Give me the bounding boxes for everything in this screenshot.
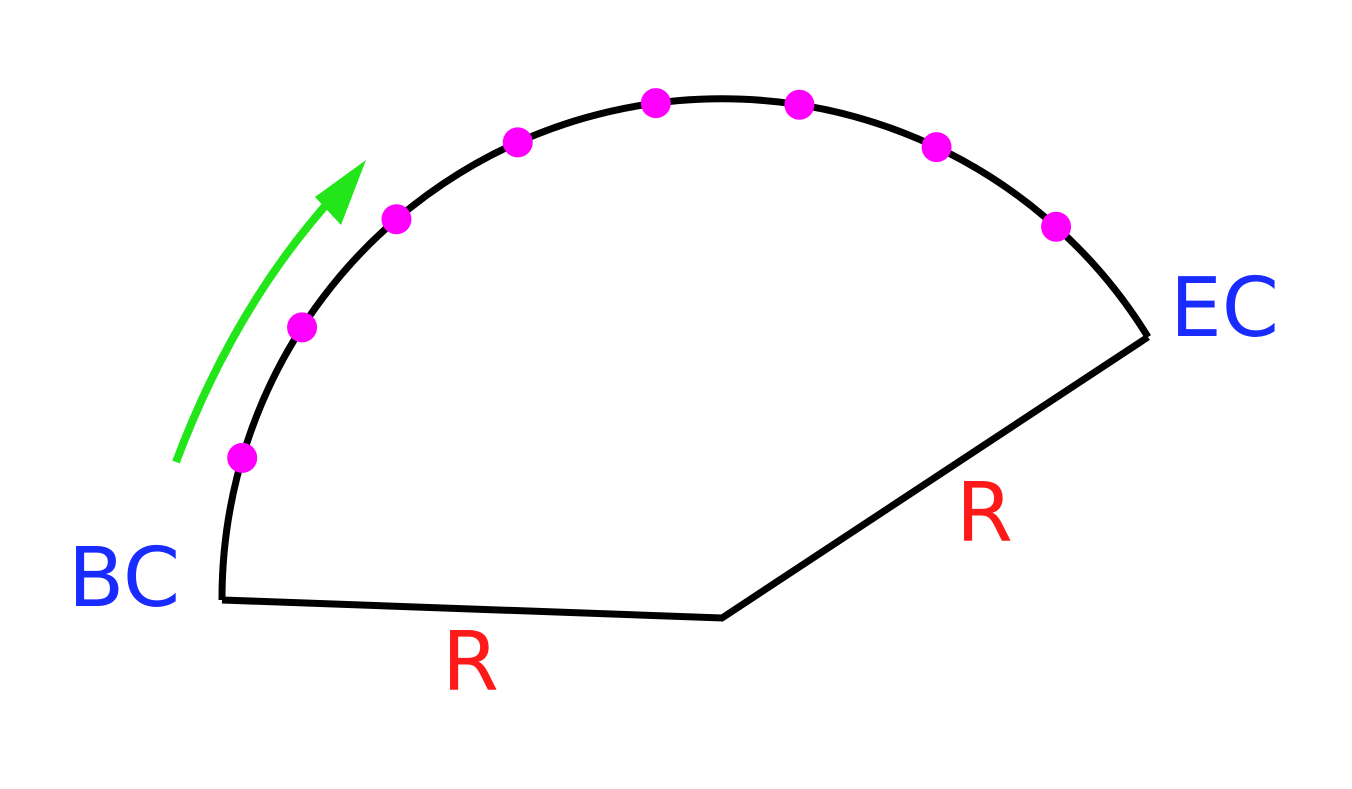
station-point-icon <box>227 442 258 473</box>
label-bc: BC <box>68 531 180 626</box>
station-point-icon <box>502 127 533 158</box>
station-point-icon <box>1041 211 1072 242</box>
station-point-icon <box>784 89 815 120</box>
station-point-icon <box>640 88 671 119</box>
station-point-icon <box>921 132 952 163</box>
label-ec: EC <box>1170 261 1279 356</box>
station-point-icon <box>381 204 412 235</box>
curve-arc <box>218 95 1151 601</box>
label-radius-bottom: R <box>442 615 499 710</box>
station-point-icon <box>287 312 318 343</box>
station-points <box>227 88 1072 473</box>
label-radius-right: R <box>956 466 1013 561</box>
radius-lines <box>221 334 1150 622</box>
direction-arrow-icon <box>172 160 366 464</box>
